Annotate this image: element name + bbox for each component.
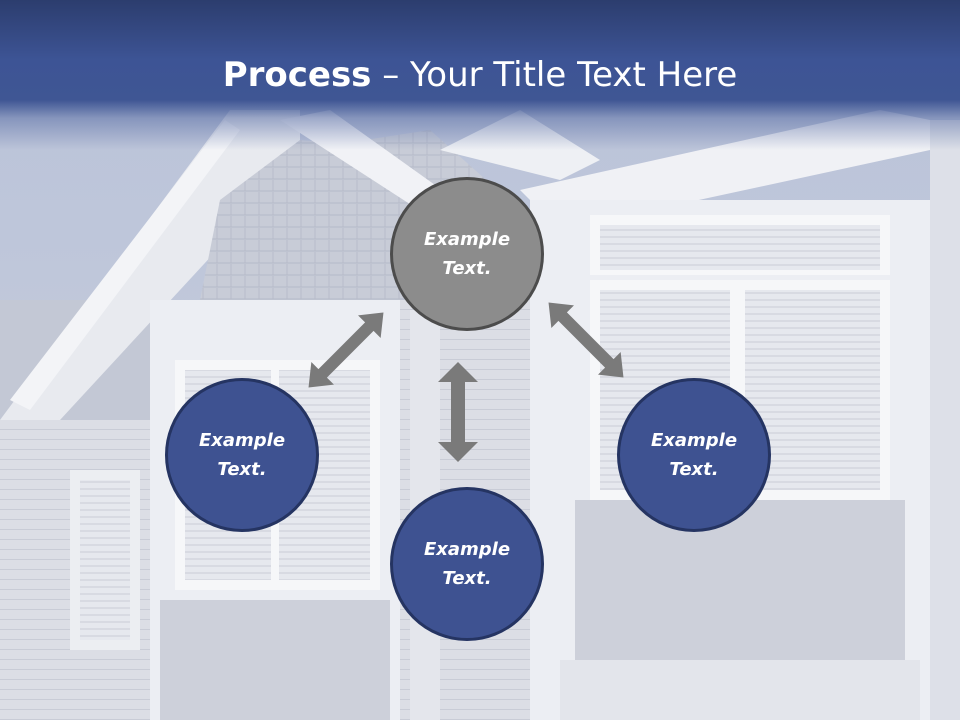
- node-top: Example Text.: [390, 177, 544, 331]
- slide-title-bold: Process: [222, 55, 372, 95]
- node-left: Example Text.: [165, 378, 319, 532]
- node-top-label: Example Text.: [423, 229, 511, 279]
- node-right-label: Example Text.: [650, 430, 738, 480]
- node-right: Example Text.: [617, 378, 771, 532]
- slide-title-rest: – Your Title Text Here: [371, 55, 738, 95]
- node-bottom-label: Example Text.: [423, 539, 511, 589]
- title-bar: [0, 0, 960, 150]
- slide-title: Process – Your Title Text Here: [0, 52, 960, 98]
- node-left-label: Example Text.: [198, 430, 286, 480]
- node-bottom: Example Text.: [390, 487, 544, 641]
